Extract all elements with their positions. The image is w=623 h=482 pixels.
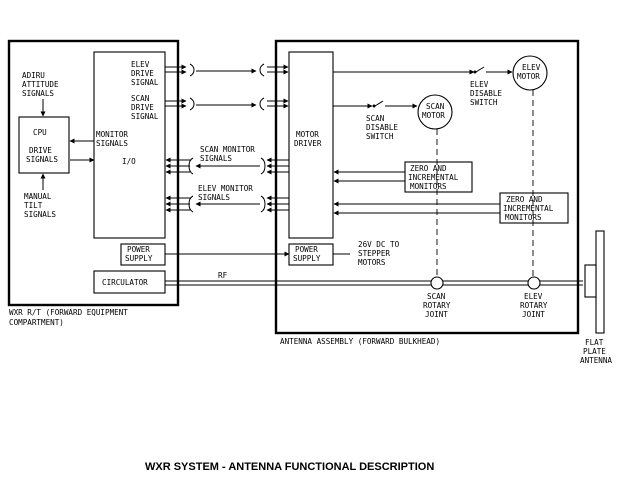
- tilt-label: SIGNALS: [24, 210, 56, 219]
- elev-switch-icon: [473, 70, 477, 74]
- scan-switch-label: SCAN: [366, 114, 385, 123]
- elev-switch-icon: [475, 66, 485, 73]
- tilt-label: TILT: [24, 201, 43, 210]
- tilt-label: MANUAL: [24, 192, 52, 201]
- zero-monitor-label: INCREMENTAL: [408, 173, 459, 182]
- adiru-label: SIGNALS: [22, 89, 54, 98]
- elev-motor-label: MOTOR: [517, 72, 540, 81]
- antenna-feed: [584, 264, 597, 298]
- diagram-caption: WXR SYSTEM - ANTENNA FUNCTIONAL DESCRIPT…: [145, 461, 434, 473]
- rt-unit: WXR R/T (FORWARD EQUIPMENT COMPARTMENT) …: [7, 39, 180, 327]
- scan-motor-label: SCAN: [426, 102, 445, 111]
- scan-drive-label: SIGNAL: [131, 112, 159, 121]
- monitor-signals-label: SIGNALS: [96, 139, 128, 148]
- scan-switch-icon: [372, 104, 376, 108]
- assembly-power-supply-label: POWER: [295, 245, 318, 254]
- drive-signal-lines: [165, 63, 289, 111]
- scan-motor-label: MOTOR: [422, 111, 445, 120]
- rt-unit-border: [7, 39, 180, 307]
- scan-monitor-label: SCAN MONITOR: [200, 145, 255, 154]
- scan-joint-label: JOINT: [425, 310, 448, 319]
- antenna-assembly: ANTENNA ASSEMBLY (FORWARD BULKHEAD) MOTO…: [274, 39, 580, 346]
- rt-unit-label-line2: COMPARTMENT): [9, 318, 64, 327]
- antenna-plate: [595, 230, 605, 334]
- elev-drive-label: DRIVE: [131, 69, 154, 78]
- elev-switch-label: DISABLE: [470, 89, 502, 98]
- zero-monitor-box-scan: [404, 161, 473, 193]
- dc-label: MOTORS: [358, 258, 386, 267]
- scan-drive-label: DRIVE: [131, 103, 154, 112]
- zero-monitor-label: ZERO AND: [410, 164, 447, 173]
- antenna-assembly-label: ANTENNA ASSEMBLY (FORWARD BULKHEAD): [280, 337, 440, 346]
- elev-switch-label: SWITCH: [470, 98, 498, 107]
- zero-monitor-label: MONITORS: [410, 182, 447, 191]
- elev-joint-label: ELEV: [524, 292, 543, 301]
- rt-power-supply-label: POWER: [127, 245, 150, 254]
- interconnect-signals: SCAN MONITOR SIGNALS ELEV MONITOR SIGNAL…: [165, 63, 583, 286]
- flat-plate-label: PLATE: [583, 347, 606, 356]
- circulator-label: CIRCULATOR: [102, 278, 148, 287]
- elev-drive-label: SIGNAL: [131, 78, 159, 87]
- cpu-label: CPU: [33, 128, 47, 137]
- scan-monitor-label: SIGNALS: [200, 154, 232, 163]
- monitor-signal-lines: [165, 157, 289, 213]
- scan-rotary-joint: [430, 276, 444, 290]
- scan-motor-circle: [417, 94, 453, 130]
- drive-signals-label: DRIVE: [29, 146, 52, 155]
- motor-driver-box: [288, 51, 334, 239]
- elev-joint-label: JOINT: [522, 310, 545, 319]
- flat-plate-label: FLAT: [585, 338, 604, 347]
- elev-motor-circle: [512, 55, 548, 91]
- motor-driver-label: DRIVER: [294, 139, 322, 148]
- adiru-label: ATTITUDE: [22, 80, 59, 89]
- zero-monitor-label: INCREMENTAL: [503, 204, 554, 213]
- elev-motor-label: ELEV: [522, 63, 541, 72]
- adiru-label: ADIRU: [22, 71, 45, 80]
- scan-switch-icon: [374, 100, 384, 107]
- scan-switch-label: DISABLE: [366, 123, 398, 132]
- zero-monitor-label: ZERO AND: [506, 195, 543, 204]
- dc-label: STEPPER: [358, 249, 390, 258]
- circulator-box: [93, 270, 166, 294]
- elev-monitor-label: SIGNALS: [198, 193, 230, 202]
- elev-rotary-joint: [527, 276, 541, 290]
- motor-driver-label: MOTOR: [296, 130, 319, 139]
- cpu-box: [18, 116, 70, 174]
- rt-unit-label-line1: WXR R/T (FORWARD EQUIPMENT: [9, 308, 128, 317]
- elev-joint-label: ROTARY: [520, 301, 548, 310]
- rt-power-supply-label: SUPPLY: [125, 254, 153, 263]
- zero-monitor-label: MONITORS: [505, 213, 542, 222]
- monitor-signals-label: MONITOR: [96, 130, 128, 139]
- elev-drive-label: ELEV: [131, 60, 150, 69]
- scan-switch-label: SWITCH: [366, 132, 394, 141]
- io-box: [93, 51, 166, 239]
- assembly-power-supply-label: SUPPLY: [293, 254, 321, 263]
- rf-label: RF: [218, 271, 228, 280]
- scan-joint-label: ROTARY: [423, 301, 451, 310]
- zero-monitor-box-elev: [499, 192, 569, 224]
- drive-signals-label: SIGNALS: [26, 155, 58, 164]
- elev-switch-label: ELEV: [470, 80, 489, 89]
- scan-drive-label: SCAN: [131, 94, 150, 103]
- flat-plate-antenna: FLAT PLATE ANTENNA: [580, 230, 612, 365]
- antenna-assembly-border: [274, 39, 580, 335]
- io-label: I/O: [122, 157, 136, 166]
- dc-label: 26V DC TO: [358, 240, 400, 249]
- scan-joint-label: SCAN: [427, 292, 446, 301]
- elev-monitor-label: ELEV MONITOR: [198, 184, 253, 193]
- flat-plate-label: ANTENNA: [580, 356, 612, 365]
